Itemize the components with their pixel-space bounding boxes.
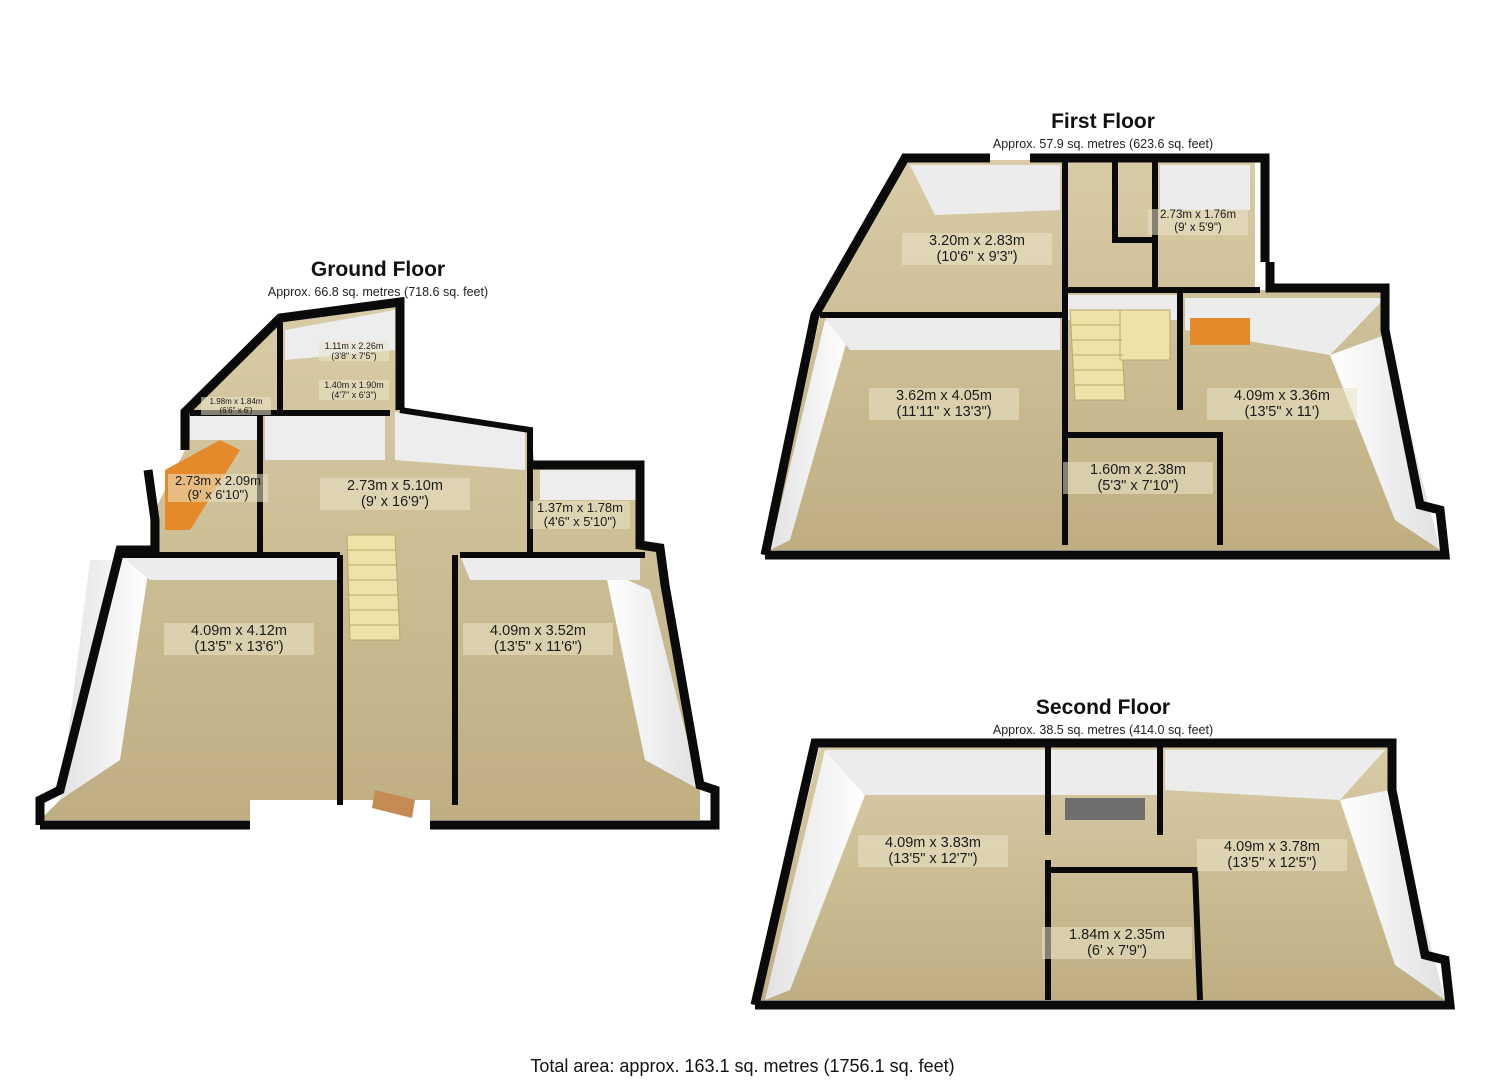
- room-imperial: (13'5" x 11'): [1207, 404, 1357, 420]
- room-imperial: (13'5" x 13'6"): [164, 639, 314, 655]
- room-imperial: (13'5" x 12'5"): [1197, 855, 1347, 871]
- room-label: 2.73m x 2.09m (9' x 6'10"): [168, 474, 268, 502]
- room-imperial: (5'3" x 7'10"): [1063, 478, 1213, 494]
- room-metric: 1.84m x 2.35m: [1042, 927, 1192, 943]
- room-imperial: (6' x 7'9"): [1042, 943, 1192, 959]
- wall-face: [540, 470, 640, 500]
- wall-face: [120, 555, 340, 580]
- room-metric: 1.11m x 2.26m: [319, 341, 389, 351]
- first-floor-title: First Floor: [1051, 110, 1155, 133]
- room-label: 4.09m x 3.36m (13'5" x 11'): [1207, 388, 1357, 420]
- room-label: 1.84m x 2.35m (6' x 7'9"): [1042, 927, 1192, 959]
- room-metric: 4.09m x 4.12m: [164, 623, 314, 639]
- room-label: 4.09m x 3.83m (13'5" x 12'7"): [858, 835, 1008, 867]
- ground-floor-area-text: Approx. 66.8 sq. metres (718.6 sq. feet): [267, 285, 489, 299]
- wall-face: [460, 555, 640, 580]
- room-label: 1.98m x 1.84m (6'6" x 6'): [201, 397, 271, 415]
- room-label: 4.09m x 4.12m (13'5" x 13'6"): [164, 623, 314, 655]
- room-imperial: (6'6" x 6'): [201, 406, 271, 415]
- room-label: 3.20m x 2.83m (10'6" x 9'3"): [902, 233, 1052, 265]
- room-imperial: (10'6" x 9'3"): [902, 249, 1052, 265]
- first-floor-plan: [760, 153, 1451, 560]
- room-imperial: (13'5" x 12'7"): [858, 851, 1008, 867]
- room-label: 4.09m x 3.78m (13'5" x 12'5"): [1197, 839, 1347, 871]
- room-label: 3.62m x 4.05m (11'11" x 13'3"): [869, 388, 1019, 420]
- room-label: 1.37m x 1.78m (4'6" x 5'10"): [530, 501, 630, 529]
- room-label: 4.09m x 3.52m (13'5" x 11'6"): [463, 623, 613, 655]
- room-label: 2.73m x 1.76m (9' x 5'9"): [1148, 209, 1248, 235]
- room-metric: 4.09m x 3.36m: [1207, 388, 1357, 404]
- ground-floor-title: Ground Floor: [310, 258, 446, 281]
- room-metric: 2.73m x 2.09m: [168, 474, 268, 488]
- wall-face: [60, 560, 150, 800]
- wall-face: [265, 415, 385, 460]
- room-metric: 1.98m x 1.84m: [201, 397, 271, 406]
- room-imperial: (13'5" x 11'6"): [463, 639, 613, 655]
- ground-floor-plan: [35, 296, 720, 830]
- second-floor-area-text: Approx. 38.5 sq. metres (414.0 sq. feet): [992, 723, 1214, 737]
- room-metric: 3.62m x 4.05m: [869, 388, 1019, 404]
- front-door: [372, 790, 415, 818]
- room-imperial: (9' x 6'10"): [168, 488, 268, 502]
- total-area: Total area: approx. 163.1 sq. metres (17…: [530, 1056, 955, 1076]
- room-metric: 2.73m x 1.76m: [1148, 209, 1248, 222]
- room-label: 1.40m x 1.90m (4'7" x 6'3"): [319, 380, 389, 400]
- room-label: 1.60m x 2.38m (5'3" x 7'10"): [1063, 462, 1213, 494]
- staircase: [346, 534, 401, 641]
- room-imperial: (4'7" x 6'3"): [319, 390, 389, 400]
- room-metric: 1.40m x 1.90m: [319, 380, 389, 390]
- room-metric: 4.09m x 3.78m: [1197, 839, 1347, 855]
- wall-face: [190, 415, 260, 440]
- room-imperial: (9' x 16'9"): [320, 494, 470, 510]
- room-label: 1.11m x 2.26m (3'8" x 7'5"): [319, 341, 389, 361]
- room-metric: 4.09m x 3.83m: [858, 835, 1008, 851]
- wall-face: [605, 570, 700, 790]
- room-metric: 4.09m x 3.52m: [463, 623, 613, 639]
- first-floor-area-text: Approx. 57.9 sq. metres (623.6 sq. feet): [992, 137, 1214, 151]
- room-imperial: (11'11" x 13'3"): [869, 404, 1019, 420]
- room-metric: 2.73m x 5.10m: [320, 478, 470, 494]
- room-metric: 1.60m x 2.38m: [1063, 462, 1213, 478]
- room-imperial: (4'6" x 5'10"): [530, 515, 630, 529]
- room-label: 2.73m x 5.10m (9' x 16'9"): [320, 478, 470, 510]
- second-floor-plan: [750, 738, 1456, 1010]
- room-imperial: (3'8" x 7'5"): [319, 351, 389, 361]
- second-floor-title: Second Floor: [1035, 696, 1171, 719]
- room-metric: 1.37m x 1.78m: [530, 501, 630, 515]
- room-metric: 3.20m x 2.83m: [902, 233, 1052, 249]
- room-imperial: (9' x 5'9"): [1148, 222, 1248, 235]
